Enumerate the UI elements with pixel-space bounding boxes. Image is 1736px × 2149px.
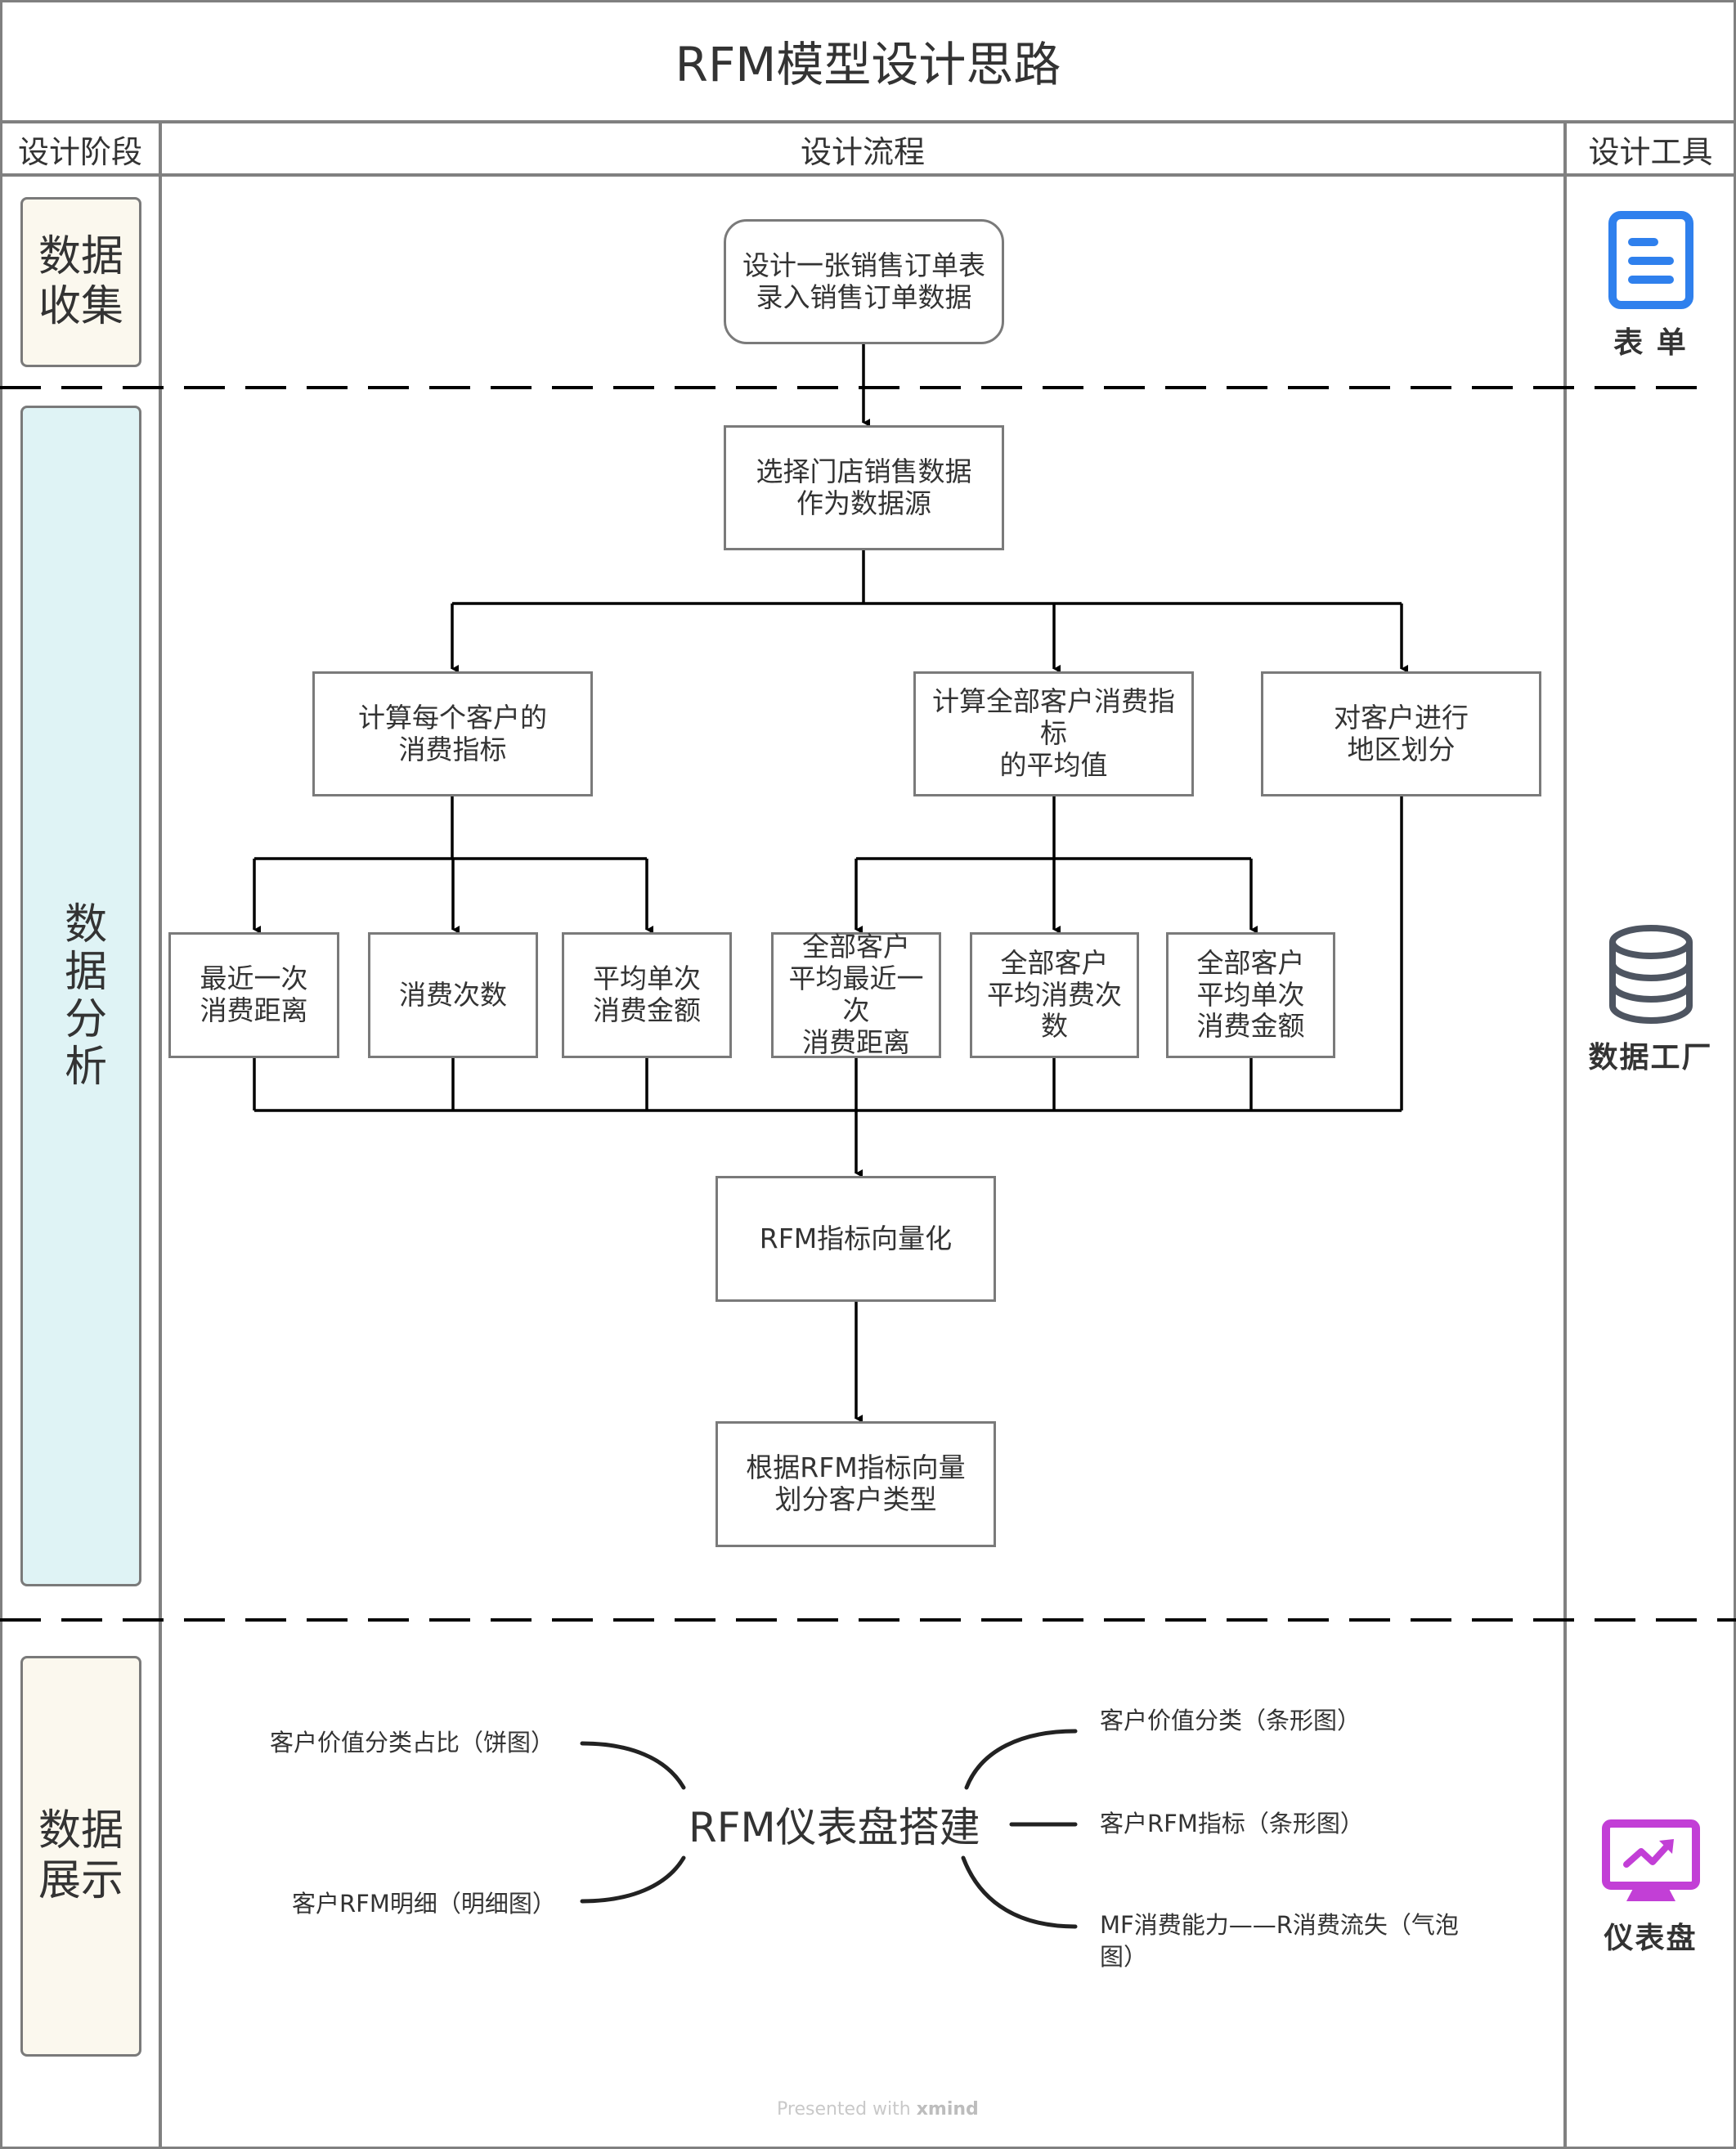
- mindmap-branch-right-0: [964, 1729, 1078, 1790]
- metric-recency: 最近一次 消费距离: [168, 932, 339, 1058]
- database-icon: [1608, 925, 1693, 1024]
- mindmap-center: RFM仪表盘搭建: [689, 1804, 980, 1851]
- stage-data-display: 数据 展示: [20, 1656, 141, 2057]
- stage-data-analysis: 数据分析: [20, 406, 141, 1586]
- flow-branch-per-customer: 计算每个客户的 消费指标: [312, 671, 593, 796]
- tools-column-divider: [1563, 121, 1567, 2149]
- mindmap-branch-left-1: [580, 1855, 686, 1904]
- avg-metric-frequency: 全部客户 平均消费次数: [970, 932, 1139, 1058]
- mindmap-leaf-rfm-detail: 客户RFM明细（明细图）: [292, 1890, 556, 1918]
- mindmap-leaf-value-share-pie: 客户价值分类占比（饼图）: [270, 1729, 555, 1756]
- header-tools: 设计工具: [1588, 133, 1713, 170]
- metric-monetary: 平均单次 消费金额: [562, 932, 732, 1058]
- avg-metric-monetary: 全部客户 平均单次 消费金额: [1166, 932, 1335, 1058]
- header-stage: 设计阶段: [17, 133, 142, 170]
- mindmap-leaf-bubble: MF消费能力——R消费流失（气泡图）: [1100, 1911, 1459, 1972]
- flow-step-classify: 根据RFM指标向量 划分客户类型: [715, 1421, 996, 1547]
- document-icon: [1608, 211, 1693, 309]
- flow-branch-region: 对客户进行 地区划分: [1261, 671, 1541, 796]
- tool-form: 表 单: [1565, 211, 1736, 361]
- stage-data-collection: 数据 收集: [20, 197, 141, 367]
- page-title: RFM模型设计思路: [675, 37, 1061, 92]
- phase-separators: [0, 386, 1736, 1622]
- tool-dashboard: 仪表盘: [1565, 1819, 1736, 1957]
- mindmap-leaf-rfm-bar: 客户RFM指标（条形图）: [1100, 1810, 1364, 1837]
- flow-branch-average: 计算全部客户消费指标 的平均值: [913, 671, 1194, 796]
- avg-metric-recency: 全部客户 平均最近一次 消费距离: [771, 931, 941, 1058]
- mindmap-branch-right-2: [961, 1855, 1078, 1929]
- tool-form-label: 表 单: [1613, 326, 1688, 360]
- tool-data-factory-label: 数据工厂: [1588, 1041, 1713, 1074]
- mindmap-branch-left-0: [580, 1741, 686, 1790]
- watermark-brand: xmind: [916, 2099, 979, 2120]
- flow-step-vectorize: RFM指标向量化: [715, 1176, 996, 1302]
- tool-data-factory: 数据工厂: [1565, 924, 1736, 1076]
- stage-column-divider: [159, 121, 162, 2149]
- mindmap-leaf-value-bar: 客户价值分类（条形图）: [1100, 1707, 1361, 1734]
- watermark-prefix: Presented with: [777, 2099, 911, 2120]
- header-flow: 设计流程: [800, 133, 925, 170]
- watermark: Presented with xmind: [777, 2099, 979, 2120]
- header-divider: [0, 173, 1736, 177]
- tool-dashboard-label: 仪表盘: [1604, 1922, 1698, 1955]
- title-divider: [0, 120, 1736, 123]
- flow-step-design-order-table: 设计一张销售订单表 录入销售订单数据: [724, 219, 1004, 344]
- dashboard-monitor-icon: [1601, 1819, 1700, 1901]
- stage-data-analysis-label: 数据分析: [56, 901, 106, 1091]
- flow-step-select-data-source: 选择门店销售数据 作为数据源: [724, 425, 1004, 550]
- metric-frequency: 消费次数: [368, 932, 538, 1058]
